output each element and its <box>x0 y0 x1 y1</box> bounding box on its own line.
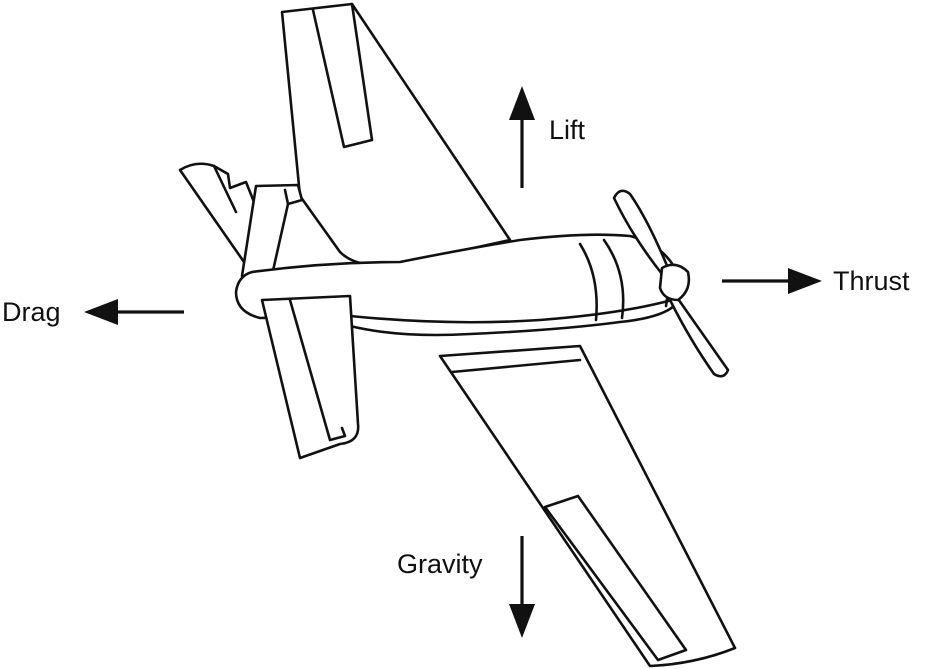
upper-wing <box>280 2 512 267</box>
drag-label: Drag <box>2 297 61 327</box>
vertical-stabilizer <box>178 162 264 264</box>
lower-horizontal-stabilizer <box>260 294 360 460</box>
thrust-label: Thrust <box>833 266 910 296</box>
gravity-label: Gravity <box>397 549 483 579</box>
airplane <box>178 2 737 668</box>
drag-arrow <box>84 299 184 325</box>
lift-label: Lift <box>549 115 586 145</box>
propeller <box>612 189 730 378</box>
gravity-arrow <box>509 536 535 638</box>
lift-arrow <box>509 86 535 188</box>
lower-wing <box>438 344 737 668</box>
thrust-arrow <box>722 268 822 294</box>
